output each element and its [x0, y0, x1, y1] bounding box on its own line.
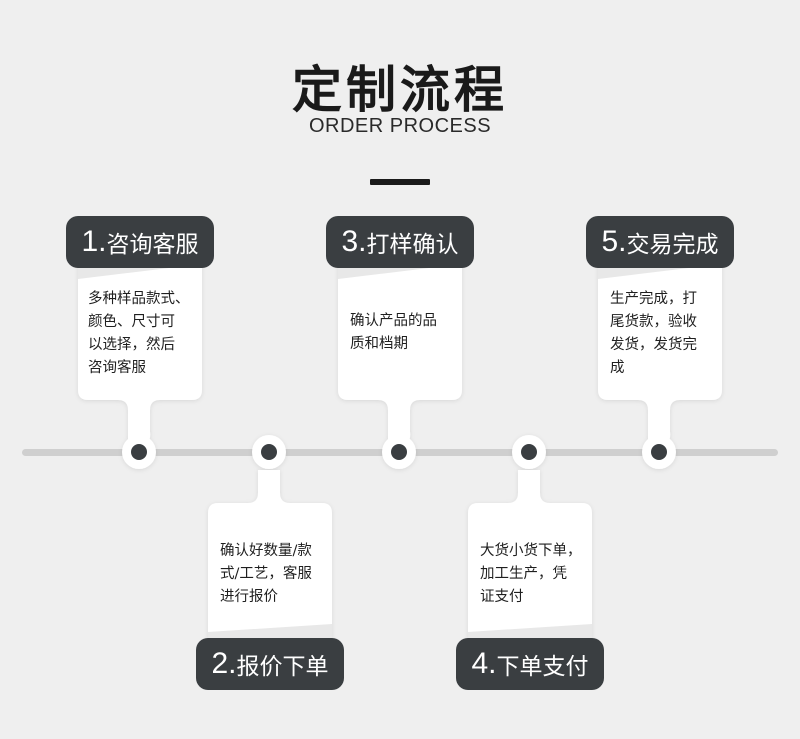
step-2-number: 2. — [211, 647, 237, 680]
step-5-label: 交易完成 — [626, 232, 719, 258]
page-title: 定制流程 — [292, 61, 508, 119]
step-2-node — [261, 444, 277, 460]
step-2-description: 确认好数量/款 式/工艺，客服 进行报价 — [220, 543, 312, 605]
step-1-number: 1. — [81, 225, 107, 258]
step-5-description: 生产完成，打 尾货款，验收 发货，发货完 成 — [610, 291, 697, 376]
step-5-node — [651, 444, 667, 460]
step-4-tab: 4.下单支付 — [456, 638, 604, 690]
step-3-number: 3. — [341, 225, 367, 258]
step-2-label: 报价下单 — [236, 654, 329, 680]
step-4-description: 大货小货下单， 加工生产，凭 证支付 — [480, 543, 582, 605]
step-4-node — [521, 444, 537, 460]
step-5-number: 5. — [601, 225, 627, 258]
step-2-tab: 2.报价下单 — [196, 638, 344, 690]
step-3-tab: 3.打样确认 — [326, 216, 474, 268]
step-1-label: 咨询客服 — [106, 232, 199, 258]
step-4-label: 下单支付 — [496, 654, 589, 680]
step-1-node — [131, 444, 147, 460]
step-5-tab: 5.交易完成 — [586, 216, 734, 268]
step-4-number: 4. — [471, 647, 497, 680]
title-underline — [370, 179, 430, 185]
page-subtitle: ORDER PROCESS — [308, 115, 492, 137]
step-3-description: 确认产品的品 质和档期 — [350, 313, 437, 352]
step-3-label: 打样确认 — [366, 232, 459, 258]
step-3-card — [338, 258, 462, 469]
step-1-tab: 1.咨询客服 — [66, 216, 214, 268]
step-3-node — [391, 444, 407, 460]
step-1-description: 多种样品款式、 颜色、尺寸可 以选择，然后 咨询客服 — [88, 291, 190, 376]
